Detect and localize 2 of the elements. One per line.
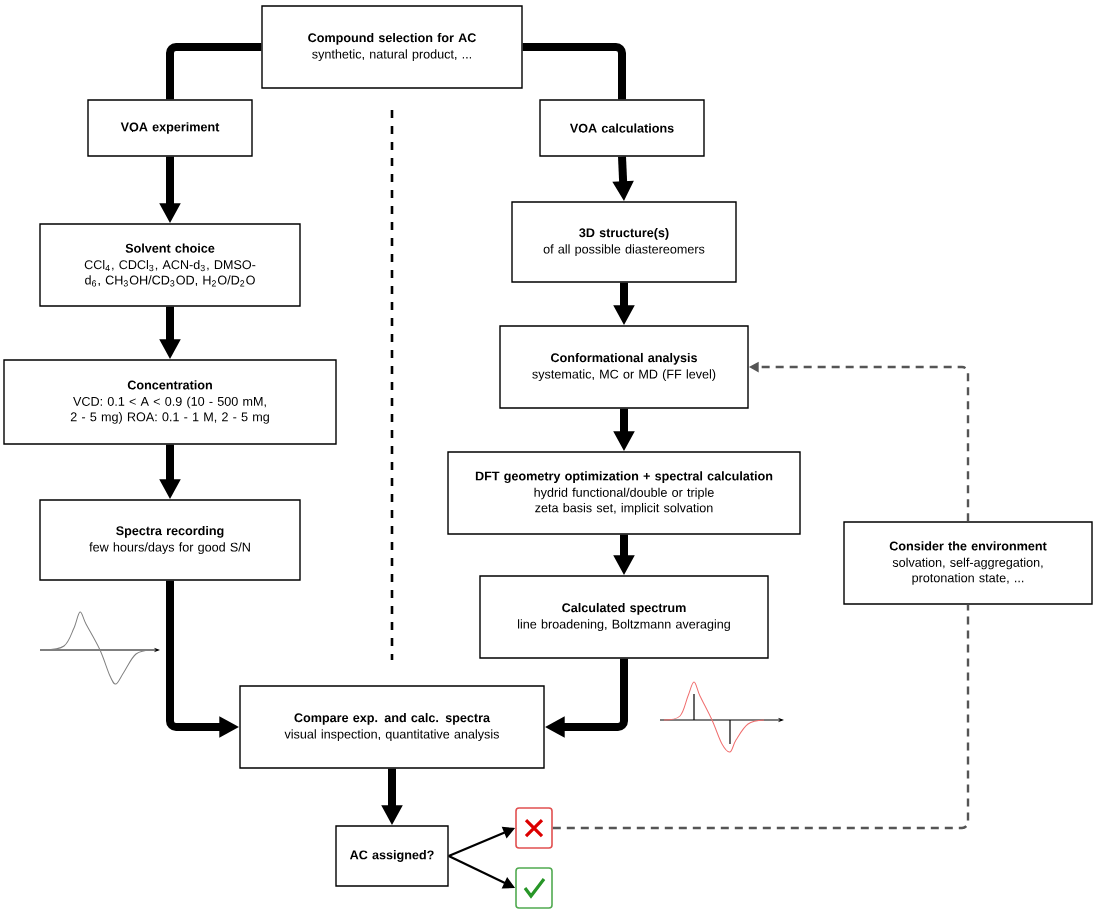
cross-box	[515, 807, 553, 849]
check-box	[515, 867, 553, 909]
